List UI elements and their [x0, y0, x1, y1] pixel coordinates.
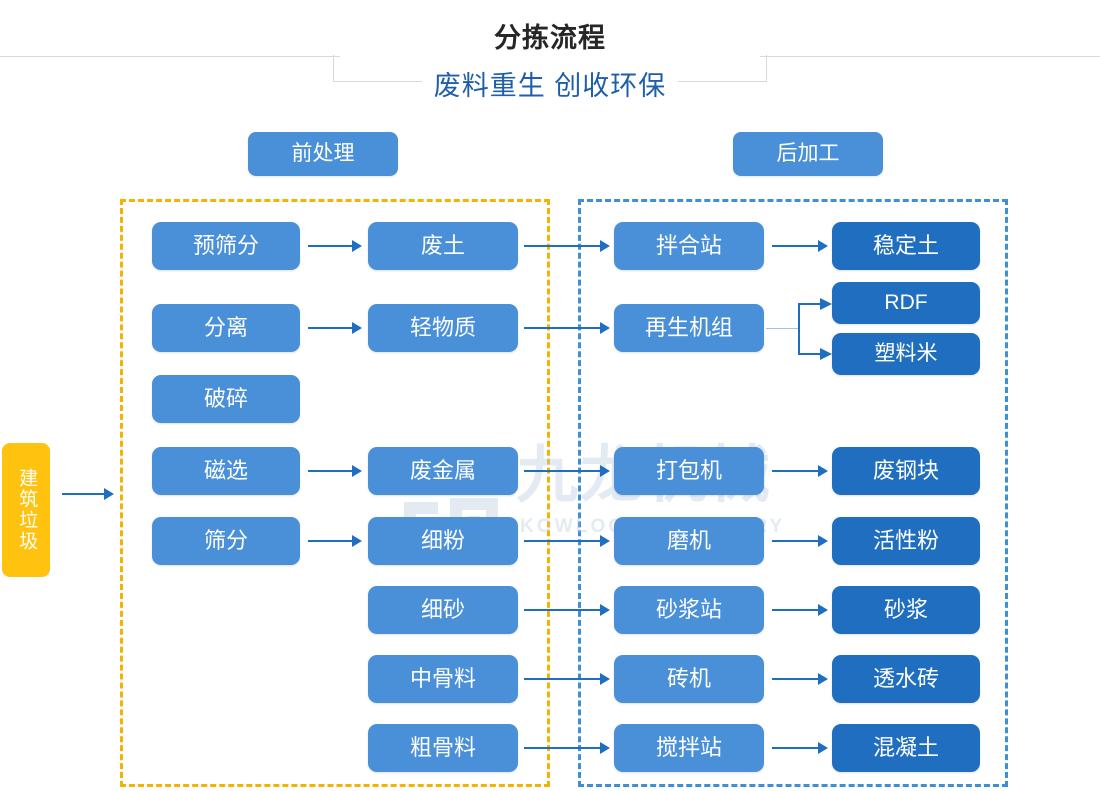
material-node-2[interactable]: 废金属 [368, 447, 518, 495]
process-node-1[interactable]: 分离 [152, 304, 300, 352]
arrow-equipment4-to-product5 [772, 604, 828, 616]
stage-chip-pre[interactable]: 前处理 [248, 132, 398, 176]
material-node-6[interactable]: 粗骨料 [368, 724, 518, 772]
equipment-node-3[interactable]: 磨机 [614, 517, 764, 565]
product-node-0[interactable]: 稳定土 [832, 222, 980, 270]
material-node-3[interactable]: 细粉 [368, 517, 518, 565]
equipment-node-1[interactable]: 再生机组 [614, 304, 764, 352]
arrow-equipment2-to-product3 [772, 465, 828, 477]
material-node-1[interactable]: 轻物质 [368, 304, 518, 352]
arrow-process3-to-material2 [308, 465, 362, 477]
material-node-5[interactable]: 中骨料 [368, 655, 518, 703]
arrow-equipment3-to-product4 [772, 535, 828, 547]
process-node-4[interactable]: 筛分 [152, 517, 300, 565]
arrow-process0-to-material0 [308, 240, 362, 252]
split-connector-recycling-unit [766, 296, 836, 368]
process-node-2[interactable]: 破碎 [152, 375, 300, 423]
product-node-2[interactable]: 塑料米 [832, 333, 980, 375]
arrow-material4-to-equipment4 [524, 604, 610, 616]
arrowhead-rdf-icon [820, 298, 832, 310]
arrow-equipment5-to-product6 [772, 673, 828, 685]
pre-processing-region [120, 199, 550, 787]
product-node-1[interactable]: RDF [832, 282, 980, 324]
arrow-input-to-pre [62, 488, 114, 500]
product-node-5[interactable]: 砂浆 [832, 586, 980, 634]
page-title-text: 分拣流程 [480, 23, 620, 53]
arrow-material3-to-equipment3 [524, 535, 610, 547]
arrow-material0-to-equipment0 [524, 240, 610, 252]
title-rule-right [760, 56, 1100, 57]
arrow-process4-to-material3 [308, 535, 362, 547]
equipment-node-6[interactable]: 搅拌站 [614, 724, 764, 772]
equipment-node-2[interactable]: 打包机 [614, 447, 764, 495]
equipment-node-5[interactable]: 砖机 [614, 655, 764, 703]
stage-chip-post[interactable]: 后加工 [733, 132, 883, 176]
page-subtitle: 废料重生 创收环保 [0, 64, 1100, 103]
arrow-equipment6-to-product7 [772, 742, 828, 754]
product-node-4[interactable]: 活性粉 [832, 517, 980, 565]
arrow-material2-to-equipment2 [524, 465, 610, 477]
arrow-process1-to-material1 [308, 322, 362, 334]
equipment-node-0[interactable]: 拌合站 [614, 222, 764, 270]
material-node-0[interactable]: 废土 [368, 222, 518, 270]
arrow-material5-to-equipment5 [524, 673, 610, 685]
process-node-3[interactable]: 磁选 [152, 447, 300, 495]
product-node-6[interactable]: 透水砖 [832, 655, 980, 703]
arrow-equipment0-to-product0 [772, 240, 828, 252]
process-node-0[interactable]: 预筛分 [152, 222, 300, 270]
product-node-3[interactable]: 废钢块 [832, 447, 980, 495]
title-rule-left [0, 56, 340, 57]
post-processing-region [578, 199, 1008, 787]
input-construction-waste[interactable]: 建筑垃圾 [2, 443, 50, 577]
product-node-7[interactable]: 混凝土 [832, 724, 980, 772]
equipment-node-4[interactable]: 砂浆站 [614, 586, 764, 634]
page-title: 分拣流程 [0, 16, 1100, 55]
material-node-4[interactable]: 细砂 [368, 586, 518, 634]
page-subtitle-text: 废料重生 创收环保 [421, 71, 679, 101]
arrow-material6-to-equipment6 [524, 742, 610, 754]
arrow-material1-to-equipment1 [524, 322, 610, 334]
arrowhead-plastic-pellet-icon [820, 348, 832, 360]
